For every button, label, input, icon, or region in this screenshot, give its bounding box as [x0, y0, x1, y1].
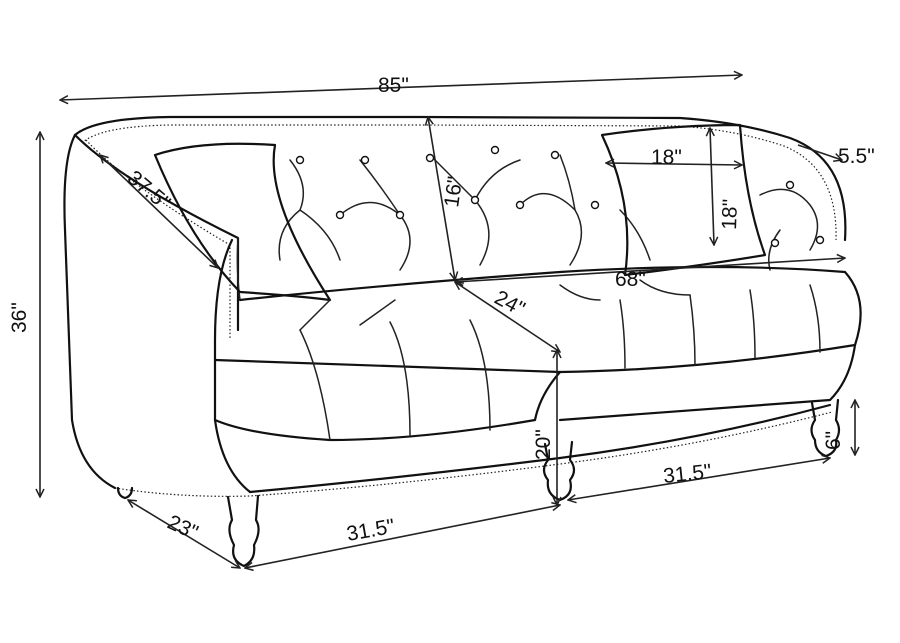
- left-arm-nailhead: [85, 139, 231, 340]
- seat-right-front: [558, 343, 857, 422]
- label-width-overall: 85": [378, 74, 409, 97]
- left-pillow: [153, 142, 332, 302]
- seat-top: [238, 265, 862, 374]
- seat-front: [213, 358, 562, 442]
- label-seat-width: 68": [615, 268, 646, 291]
- label-height-overall: 36": [8, 302, 31, 333]
- left-arm-inner-scroll: [73, 133, 240, 332]
- label-side-depth: 23": [164, 511, 202, 545]
- dim-line-back-height: [428, 117, 455, 280]
- dim-line-arm-depth: [100, 155, 218, 268]
- dimension-lines: [40, 75, 855, 568]
- label-seat-height: 20": [532, 429, 555, 460]
- inner-back-left-edge: [236, 237, 241, 301]
- dim-line-pillow-height: [710, 128, 714, 245]
- label-back-cushion-height: 16": [440, 175, 467, 209]
- label-arm-width: 5.5": [838, 145, 875, 168]
- label-leg-span-right: 31.5": [662, 460, 712, 488]
- label-seat-depth: 24": [491, 286, 529, 321]
- left-arm-outer: [63, 133, 117, 490]
- label-leg-span-left: 31.5": [345, 515, 397, 546]
- label-pillow-height: 18": [718, 199, 742, 231]
- dim-line-width-overall: [60, 75, 742, 100]
- label-arm-depth: 37.5": [123, 166, 175, 215]
- dim-line-side-depth: [128, 500, 240, 568]
- dim-line-seat-width: [455, 258, 845, 282]
- dim-line-seat-depth: [455, 282, 560, 352]
- left-arm-front: [213, 238, 252, 494]
- label-leg-height: 6": [822, 431, 845, 450]
- label-pillow-width: 18": [651, 146, 682, 169]
- dim-line-arm-width: [797, 144, 842, 160]
- front-left-leg: [226, 494, 260, 568]
- back-nailhead-trim: [81, 124, 837, 241]
- dim-line-pillow-width: [606, 163, 742, 165]
- dim-line-leg-span-left: [245, 505, 560, 568]
- back-left-leg: [116, 486, 134, 500]
- dimension-labels: 85" 36" 37.5" 16" 18" 18" 5.5" 68" 24" 2…: [8, 74, 875, 546]
- dim-line-leg-span-right: [568, 458, 830, 500]
